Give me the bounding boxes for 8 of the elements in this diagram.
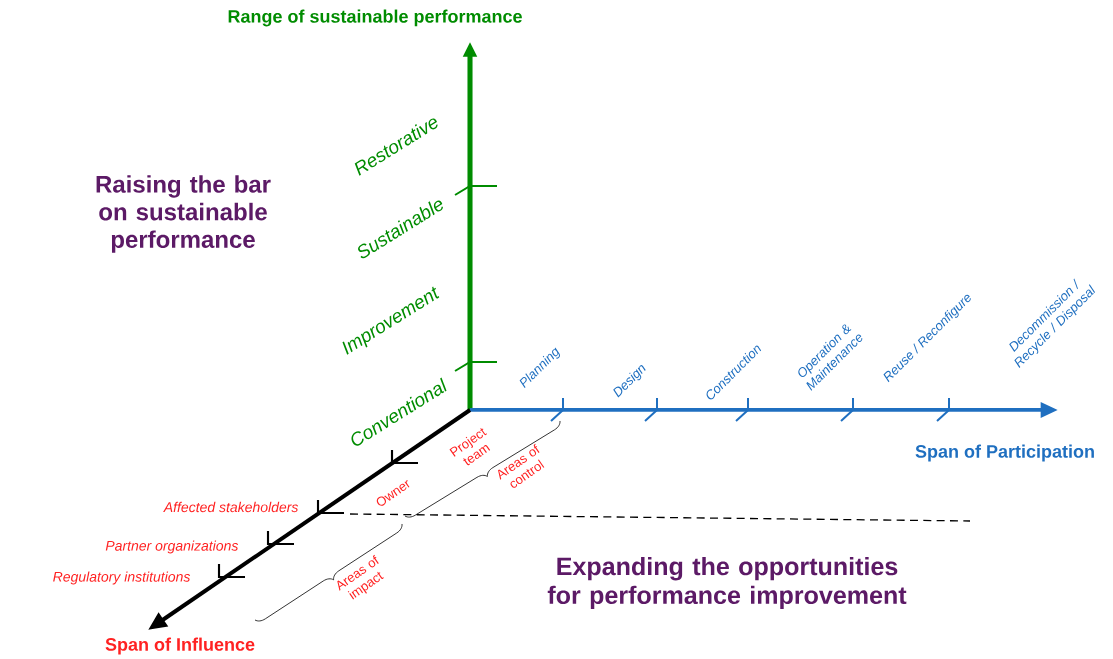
axis-title: Range of sustainable performance (228, 9, 522, 27)
heading-text: Expanding the opportunities for performance improvement (547, 556, 907, 610)
stakeholder-label: Regulatory institutions (53, 571, 191, 585)
axis-title: Span of Participation (915, 444, 1094, 462)
stakeholder-label: Partner organizations (105, 540, 239, 554)
heading-text: Raising the bar on sustainable performance (96, 175, 271, 253)
axis-title: Span of Influence (105, 637, 255, 655)
stakeholder-label: Affected stakeholders (163, 501, 299, 513)
